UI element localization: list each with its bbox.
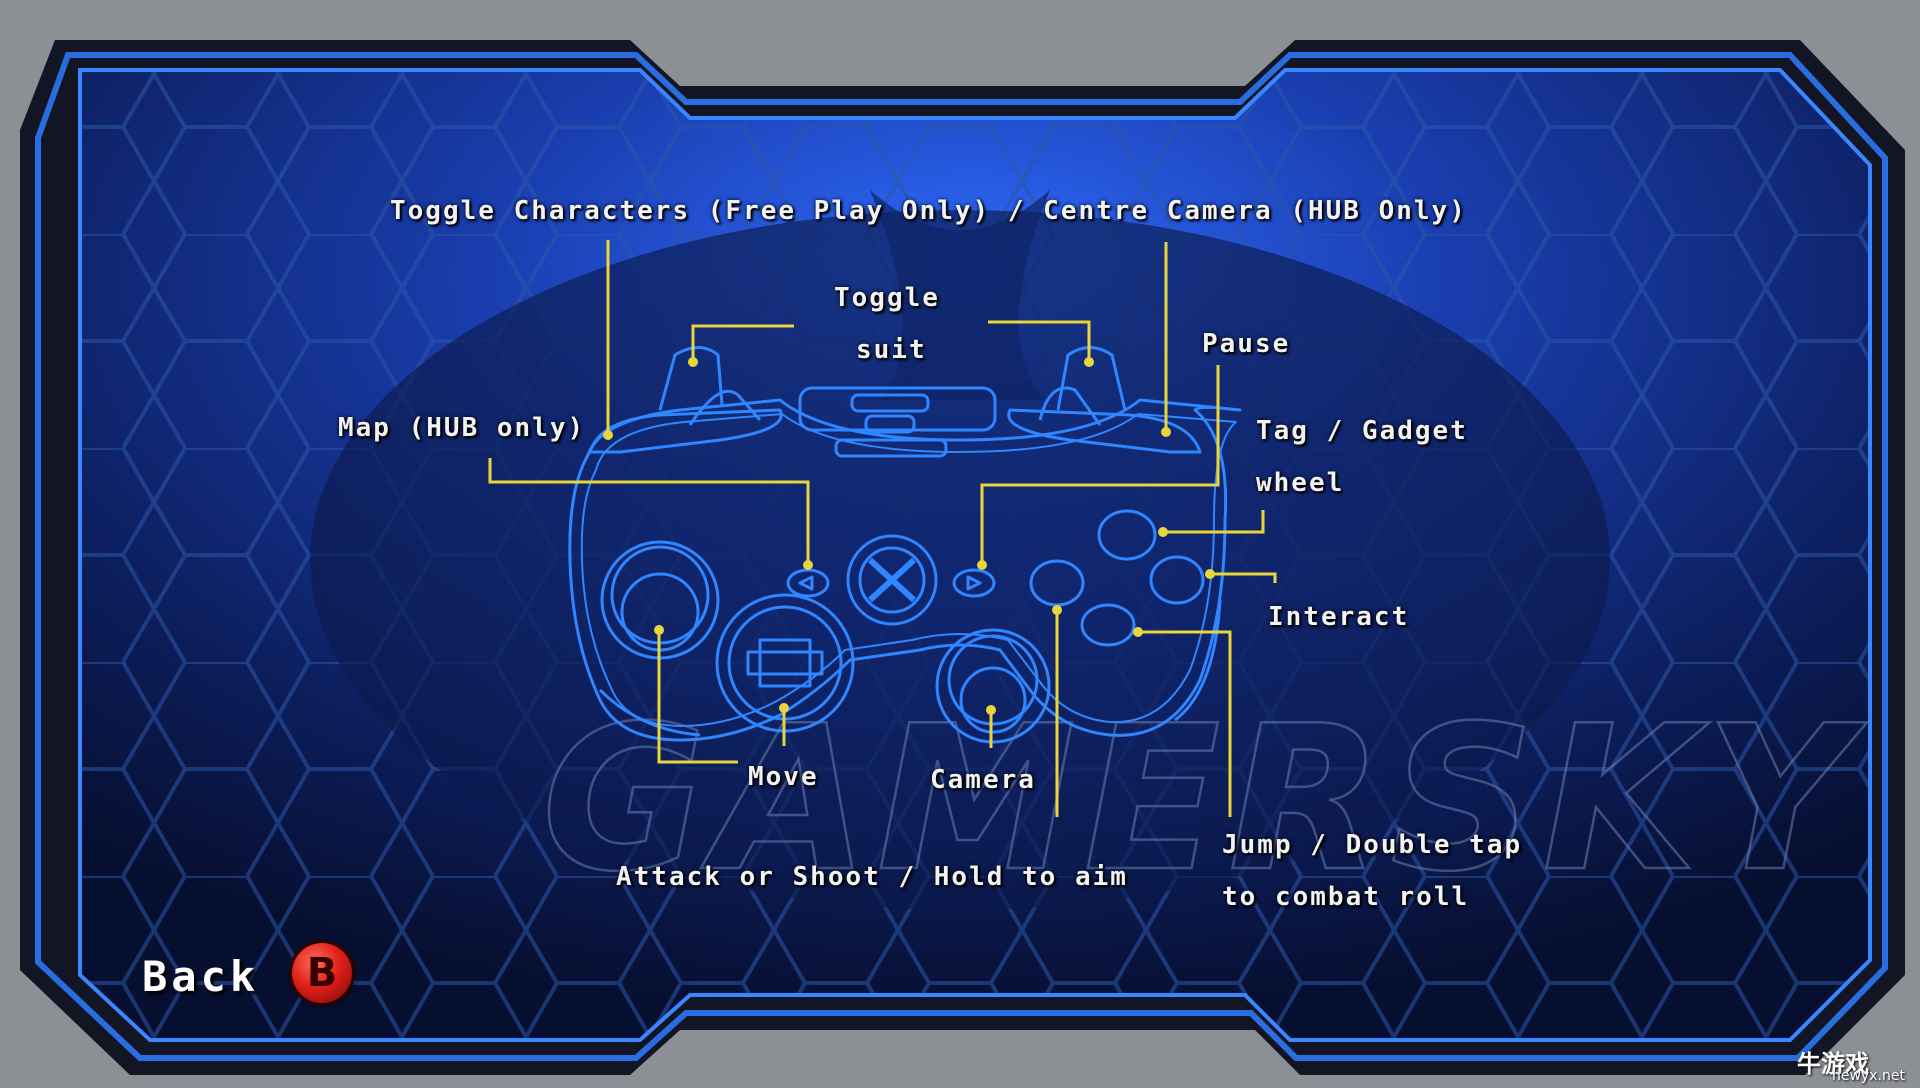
label-toggle-suit-line2: suit <box>856 335 927 365</box>
label-attack: Attack or Shoot / Hold to aim <box>616 862 1128 892</box>
corner-watermark-logo: 牛游戏 <box>1797 1050 1869 1078</box>
label-tag-gadget-line1: Tag / Gadget <box>1256 416 1468 446</box>
label-jump-line1: Jump / Double tap <box>1222 830 1523 860</box>
controller-outline <box>568 346 1242 744</box>
label-pause: Pause <box>1202 329 1291 359</box>
label-camera: Camera <box>930 765 1036 795</box>
frame-edge <box>35 52 1888 1061</box>
label-move: Move <box>748 762 819 792</box>
back-button-label[interactable]: Back <box>142 952 260 1001</box>
b-button-icon[interactable]: B <box>292 943 352 1003</box>
callout-dots <box>603 357 1215 715</box>
label-toggle-suit-line1: Toggle <box>834 283 940 313</box>
label-jump-line2: to combat roll <box>1222 882 1470 912</box>
corner-watermark-url: newyx.net <box>1832 1068 1905 1084</box>
callout-lines <box>488 240 1277 817</box>
label-toggle-characters: Toggle Characters (Free Play Only) / Cen… <box>390 196 1467 226</box>
label-interact: Interact <box>1268 602 1410 632</box>
bat-emblem <box>310 210 1610 910</box>
label-map: Map (HUB only) <box>338 413 586 443</box>
gamersky-watermark: GAMERSKY <box>542 683 1868 916</box>
b-button-glyph: B <box>306 950 338 996</box>
label-tag-gadget-line2: wheel <box>1256 468 1345 498</box>
